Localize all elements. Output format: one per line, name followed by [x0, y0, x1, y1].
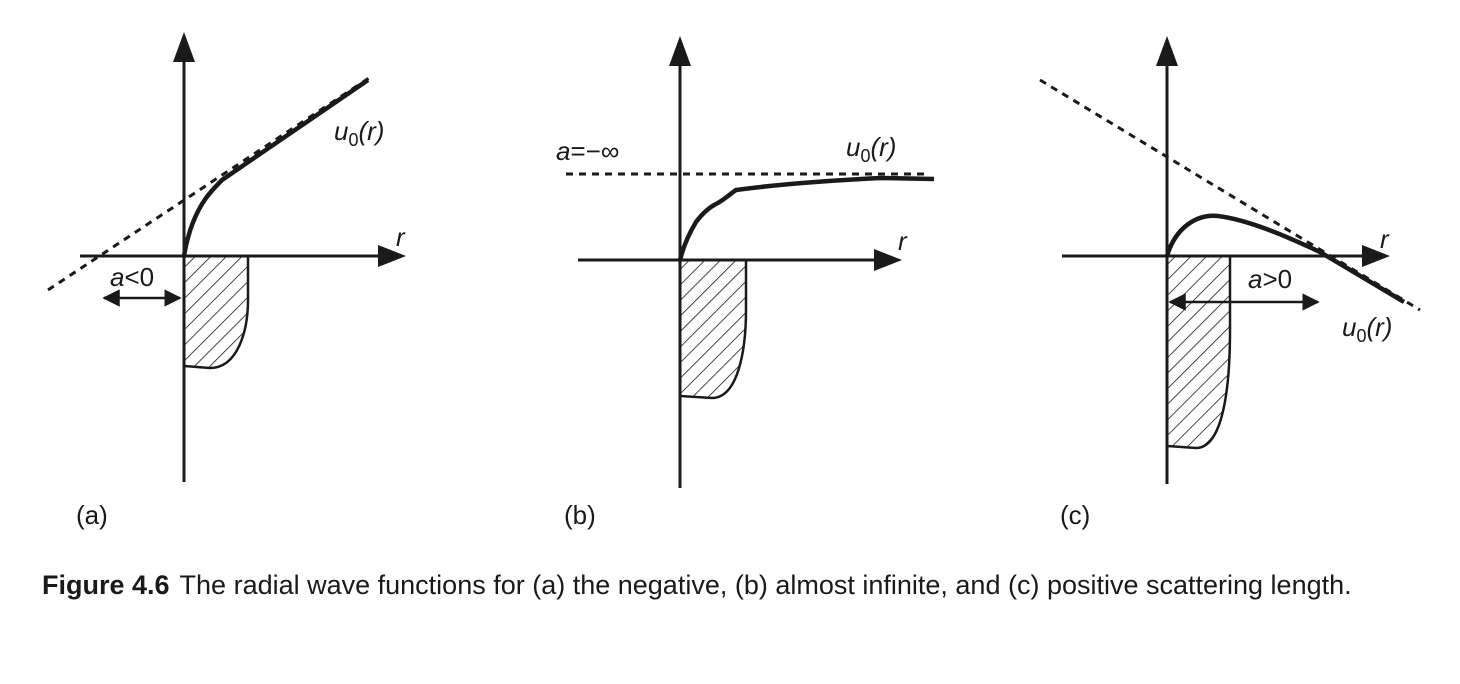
r-axis-label-c: r [1380, 224, 1390, 254]
r-axis-label-a: r [396, 222, 406, 252]
figure-number: Figure 4.6 [42, 570, 170, 600]
potential-well-c [1165, 254, 1232, 450]
wavefunction-curve-c [1164, 213, 1406, 304]
vertical-axis-arrow-c [1156, 36, 1178, 66]
wavefunction-label-a: u0(r) [334, 116, 384, 150]
diagram-canvas: a<0 u0(r) r (a) a=−∞ u0(r) r (b) a>0 u0(… [47, 32, 1421, 530]
caption-text: The radial wave functions for (a) the ne… [179, 570, 1352, 600]
figure-caption: Figure 4.6 The radial wave functions for … [42, 566, 1432, 604]
potential-well-b [678, 258, 748, 400]
panel-c: a>0 u0(r) r (c) [1039, 36, 1421, 530]
r-axis-arrow-c [1362, 245, 1390, 267]
figure-diagram: a<0 u0(r) r (a) a=−∞ u0(r) r (b) a>0 u0(… [47, 32, 1421, 530]
r-axis-label-b: r [898, 226, 908, 256]
panel-a: a<0 u0(r) r (a) [47, 32, 406, 530]
scattering-length-label-b: a=−∞ [556, 136, 619, 166]
scattering-length-label-a: a<0 [110, 262, 154, 292]
panel-b: a=−∞ u0(r) r (b) [556, 36, 935, 530]
potential-well-a [182, 254, 250, 370]
wavefunction-label-b: u0(r) [846, 132, 896, 166]
scattering-length-label-c: a>0 [1248, 264, 1292, 294]
vertical-axis-arrow-b [669, 36, 691, 66]
r-axis-arrow-b [874, 249, 902, 271]
panel-label-c: (c) [1060, 500, 1090, 530]
wavefunction-label-c: u0(r) [1342, 312, 1392, 346]
panel-label-b: (b) [564, 500, 596, 530]
wavefunction-curve-b [677, 175, 935, 261]
vertical-axis-arrow-a [173, 32, 195, 62]
panel-label-a: (a) [76, 500, 108, 530]
r-axis-arrow-a [378, 245, 406, 267]
wavefunction-curve-a [181, 78, 370, 257]
